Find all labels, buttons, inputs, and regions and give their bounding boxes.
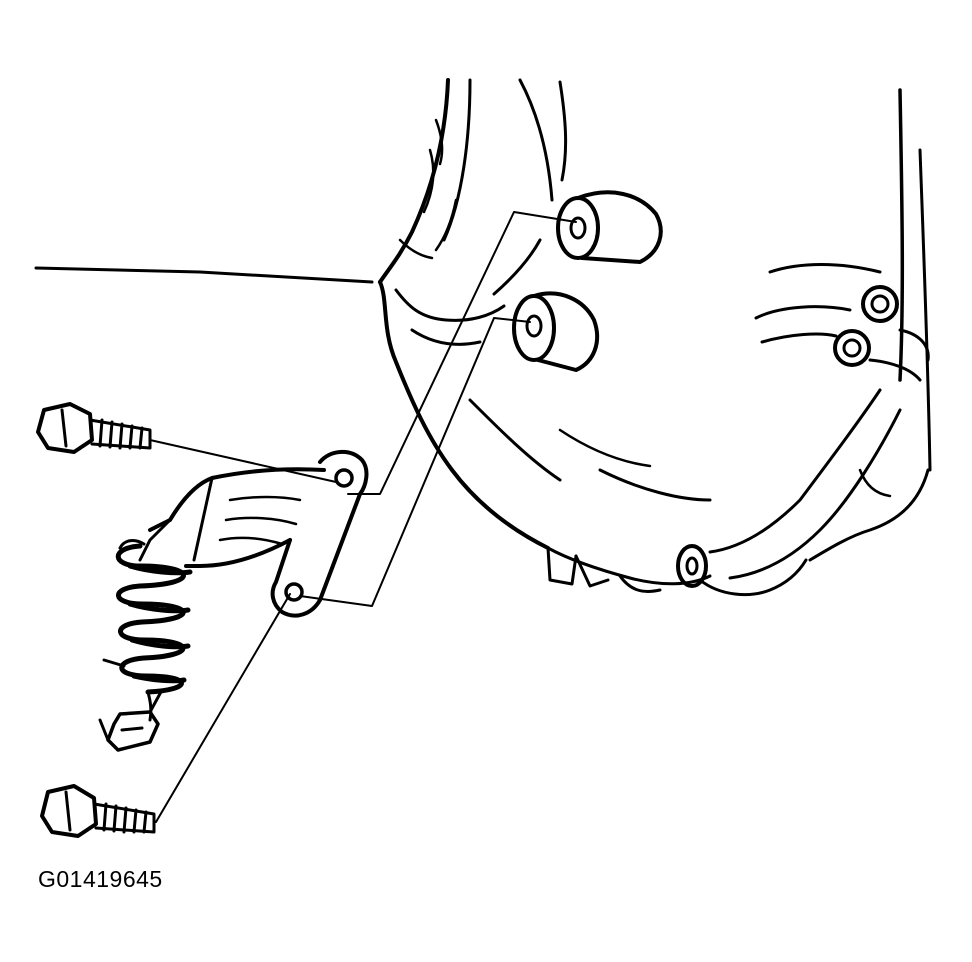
lower-mounting-boss <box>512 291 600 372</box>
figure-id-label: G01419645 <box>38 866 163 892</box>
upper-bolt <box>36 402 152 454</box>
right-boss-pair <box>833 285 899 367</box>
arm-pivot-bushing <box>676 544 708 588</box>
spring-clip <box>98 688 164 752</box>
alignment-lines <box>149 211 577 823</box>
mounting-bracket <box>138 450 369 618</box>
housing-right-arm <box>698 88 932 597</box>
upper-mounting-boss <box>556 190 663 264</box>
return-spring <box>102 539 193 722</box>
transmission-housing <box>34 78 712 593</box>
lower-bolt <box>40 784 156 838</box>
